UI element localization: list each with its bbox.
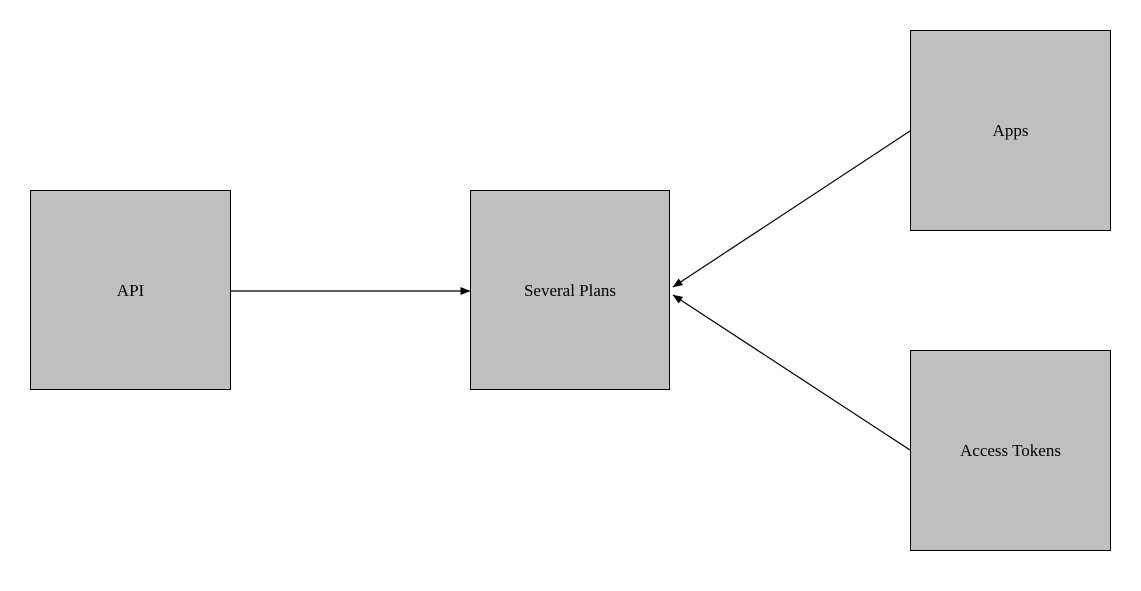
edge-access-tokens-to-several-plans bbox=[672, 294, 911, 451]
edge-apps-to-several-plans bbox=[672, 130, 911, 288]
node-apps[interactable]: Apps bbox=[910, 30, 1111, 231]
node-api-label: API bbox=[116, 280, 145, 300]
node-access-tokens[interactable]: Access Tokens bbox=[910, 350, 1111, 551]
node-several-plans-label: Several Plans bbox=[523, 280, 617, 300]
node-several-plans[interactable]: Several Plans bbox=[470, 190, 670, 390]
node-api[interactable]: API bbox=[30, 190, 231, 390]
node-apps-label: Apps bbox=[992, 121, 1029, 140]
node-access-tokens-label: Access Tokens bbox=[960, 441, 1061, 460]
